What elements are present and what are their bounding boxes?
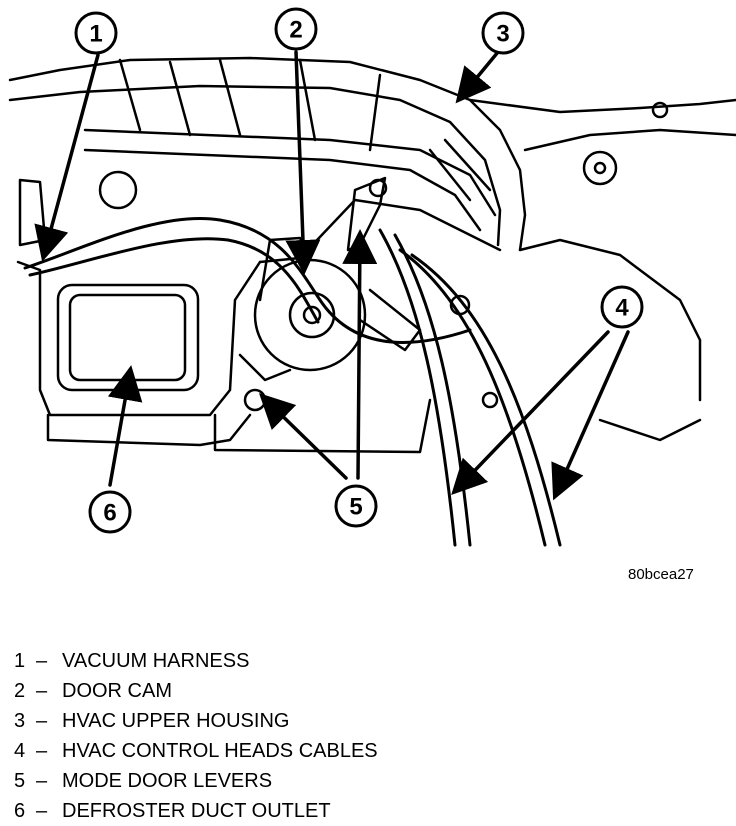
legend-item: 3–HVAC UPPER HOUSING — [14, 706, 378, 736]
callout-circle-5 — [334, 484, 378, 528]
callout-label-6: 6 — [103, 500, 116, 527]
legend-number: 5 — [14, 770, 26, 792]
callout-label-5: 5 — [349, 494, 362, 521]
legend-separator: – — [36, 650, 48, 672]
legend-label: DOOR CAM — [62, 680, 172, 702]
callout-label-2: 2 — [289, 17, 302, 44]
legend: 1–VACUUM HARNESS 2–DOOR CAM 3–HVAC UPPER… — [14, 646, 378, 826]
legend-separator: – — [36, 680, 48, 702]
leader-line-5b — [342, 229, 378, 480]
legend-number: 3 — [14, 710, 26, 732]
legend-item: 5–MODE DOOR LEVERS — [14, 766, 378, 796]
legend-label: DEFROSTER DUCT OUTLET — [62, 800, 331, 822]
vacuum-harness-drawing — [28, 237, 320, 324]
legend-number: 1 — [14, 650, 26, 672]
control-cable-drawing — [410, 253, 562, 547]
legend-separator: – — [36, 770, 48, 792]
legend-item: 1–VACUUM HARNESS — [14, 646, 378, 676]
leader-line-3 — [455, 50, 500, 104]
legend-label: VACUUM HARNESS — [62, 650, 250, 672]
callout-circle-6 — [88, 490, 132, 534]
legend-separator: – — [36, 710, 48, 732]
callout-circle-1 — [74, 11, 118, 55]
callout-label-4: 4 — [615, 295, 629, 322]
vacuum-harness-drawing — [23, 216, 472, 344]
leader-line-2 — [285, 50, 321, 275]
control-cable-drawing — [378, 228, 457, 547]
callout-label-3: 3 — [496, 21, 509, 48]
control-cable-drawing — [398, 248, 547, 547]
leader-line-5a — [258, 393, 348, 480]
legend-label: MODE DOOR LEVERS — [62, 770, 273, 792]
callout-circle-3 — [481, 11, 525, 55]
legend-item: 6–DEFROSTER DUCT OUTLET — [14, 796, 378, 826]
legend-item: 4–HVAC CONTROL HEADS CABLES — [14, 736, 378, 766]
callout-circle-2 — [274, 7, 318, 51]
leader-line-6 — [107, 365, 143, 487]
legend-number: 6 — [14, 800, 26, 822]
callout-circle-4 — [600, 285, 644, 329]
defroster-duct-drawing — [16, 178, 502, 454]
legend-item: 2–DOOR CAM — [14, 676, 378, 706]
hvac-housing-diagram: 1 2 3 4 5 6 — [8, 7, 736, 547]
legend-separator: – — [36, 800, 48, 822]
legend-label: HVAC CONTROL HEADS CABLES — [62, 740, 378, 762]
leader-line-4b — [551, 330, 630, 501]
leader-line-4a — [451, 330, 610, 496]
legend-number: 4 — [14, 740, 26, 762]
legend-separator: – — [36, 740, 48, 762]
legend-number: 2 — [14, 680, 26, 702]
callout-label-1: 1 — [89, 21, 102, 48]
leader-line-1 — [34, 53, 100, 262]
legend-label: HVAC UPPER HOUSING — [62, 710, 290, 732]
hvac-upper-housing-drawing — [8, 56, 736, 442]
figure-code: 80bcea27 — [628, 566, 694, 583]
